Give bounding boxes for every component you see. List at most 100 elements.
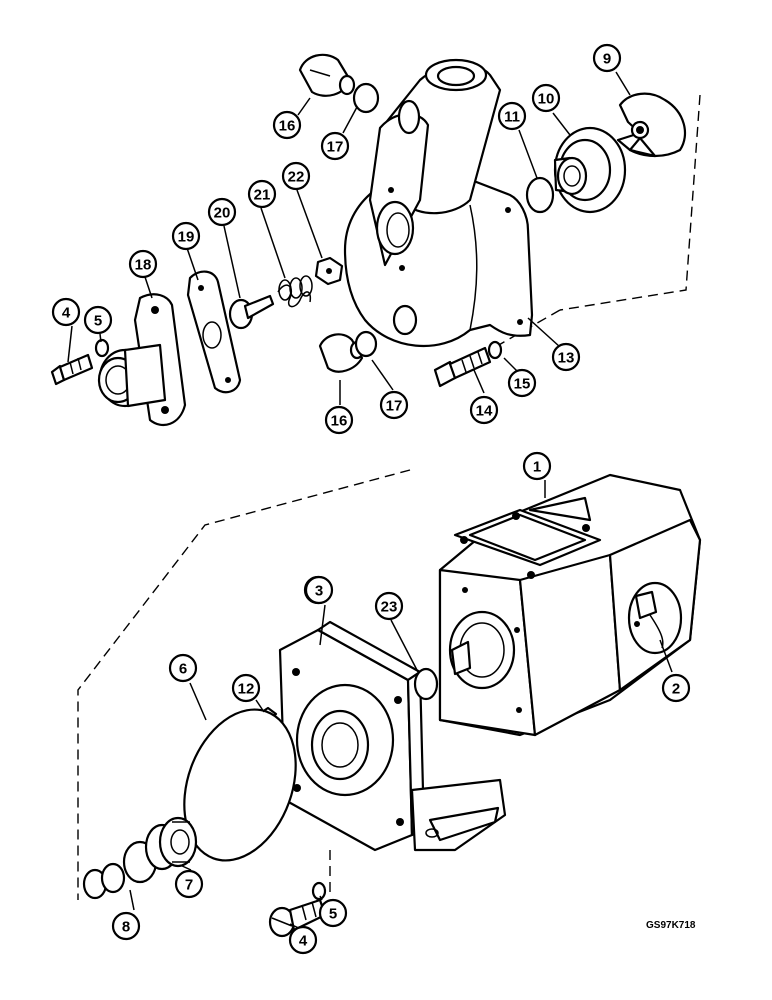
callout-21: 21 (247, 179, 277, 209)
callout-5: 5 (318, 898, 348, 928)
callout-15: 15 (507, 368, 537, 398)
callout-circle (592, 43, 622, 73)
callout-circle (171, 221, 201, 251)
callout-number: 16 (279, 118, 296, 135)
screw-lower (268, 898, 327, 938)
callout-number: 8 (122, 919, 130, 936)
callout-22: 22 (281, 161, 311, 191)
callouts: 1 23 3 4 4 5 5 6 7 8 9 10 11 12 13 14 15 16 16 17 17 18 19 20 21… (51, 43, 691, 955)
o-ring-upper (352, 82, 380, 114)
callout-4: 4 (51, 297, 81, 327)
callout-16: 16 (272, 110, 302, 140)
callout-number: 9 (603, 51, 611, 68)
callout-circle (281, 161, 311, 191)
callout-11: 11 (497, 101, 527, 131)
callout-number: 2 (672, 681, 680, 698)
drain-plug-upper (298, 53, 356, 97)
washer-left-b (100, 862, 126, 894)
callout-number: 17 (386, 398, 403, 415)
callout-circle (497, 101, 527, 131)
callout-number: 5 (94, 313, 102, 330)
spacer-washer (413, 667, 439, 701)
callout-number: 6 (179, 661, 187, 678)
callout-number: 4 (299, 933, 308, 950)
callout-circle (374, 591, 404, 621)
mounting-bracket (278, 620, 507, 852)
callout-3: 3 (304, 575, 334, 605)
callout-circle (247, 179, 277, 209)
callout-17: 17 (379, 390, 409, 420)
spring-retainer (314, 256, 344, 286)
valve-stem (228, 294, 275, 330)
callout-number: 21 (254, 187, 271, 204)
callout-7: 7 (174, 869, 204, 899)
callout-circle (51, 297, 81, 327)
callout-circle (207, 197, 237, 227)
callout-circle (272, 110, 302, 140)
callout-number: 13 (558, 350, 575, 367)
washer-lower (311, 881, 327, 901)
callout-16: 16 (324, 405, 354, 435)
callout-12: 12 (231, 673, 261, 703)
callout-number: 3 (315, 583, 323, 600)
impeller (616, 92, 687, 158)
callout-10: 10 (531, 83, 561, 113)
callout-number: 4 (62, 305, 71, 322)
callout-circle (304, 575, 334, 605)
callout-circle (531, 83, 561, 113)
callout-5: 5 (83, 305, 113, 335)
callout-circle (469, 395, 499, 425)
electric-motor (438, 473, 702, 737)
callout-number: 16 (331, 413, 348, 430)
hex-bolt (433, 346, 492, 388)
callout-8: 8 (111, 911, 141, 941)
callout-number: 15 (514, 376, 531, 393)
callout-number: 12 (238, 681, 255, 698)
o-ring-lower (354, 330, 378, 358)
mechanical-seal (122, 816, 198, 884)
callout-number: 11 (504, 109, 520, 126)
callout-circle (288, 925, 318, 955)
callout-circle (83, 305, 113, 335)
callout-number: 19 (178, 229, 195, 246)
bolt-washer (487, 340, 503, 360)
callout-circle (174, 869, 204, 899)
callout-14: 14 (469, 395, 499, 425)
screw-upper (50, 353, 94, 386)
gasket (186, 270, 242, 394)
end-fitting-flange (97, 293, 187, 427)
pump-casing (343, 58, 534, 348)
drawing-code: GS97K718 (646, 920, 696, 931)
callout-19: 19 (171, 221, 201, 251)
callout-4: 4 (288, 925, 318, 955)
callout-number: 23 (381, 599, 398, 616)
callout-6: 6 (168, 653, 198, 683)
callout-number: 17 (327, 139, 344, 156)
callout-circle (379, 390, 409, 420)
callout-number: 1 (533, 459, 541, 476)
callout-2: 2 (661, 673, 691, 703)
callout-9: 9 (592, 43, 622, 73)
callout-20: 20 (207, 197, 237, 227)
washer-upper (94, 338, 110, 358)
callout-circle (318, 898, 348, 928)
callout-number: 10 (538, 91, 555, 108)
large-o-ring (183, 708, 297, 862)
callout-1: 1 (522, 451, 552, 481)
callout-circle (324, 405, 354, 435)
callout-number: 18 (135, 257, 152, 274)
callout-number: 7 (185, 877, 193, 894)
o-ring (525, 176, 555, 214)
callout-circle (522, 451, 552, 481)
callout-23: 23 (374, 591, 404, 621)
callout-circle (507, 368, 537, 398)
callout-number: 5 (329, 906, 337, 923)
callout-17: 17 (320, 131, 350, 161)
callout-number: 20 (214, 205, 231, 222)
callout-circle (231, 673, 261, 703)
callout-13: 13 (551, 342, 581, 372)
callout-circle (551, 342, 581, 372)
callout-circle (661, 673, 691, 703)
callout-18: 18 (128, 249, 158, 279)
